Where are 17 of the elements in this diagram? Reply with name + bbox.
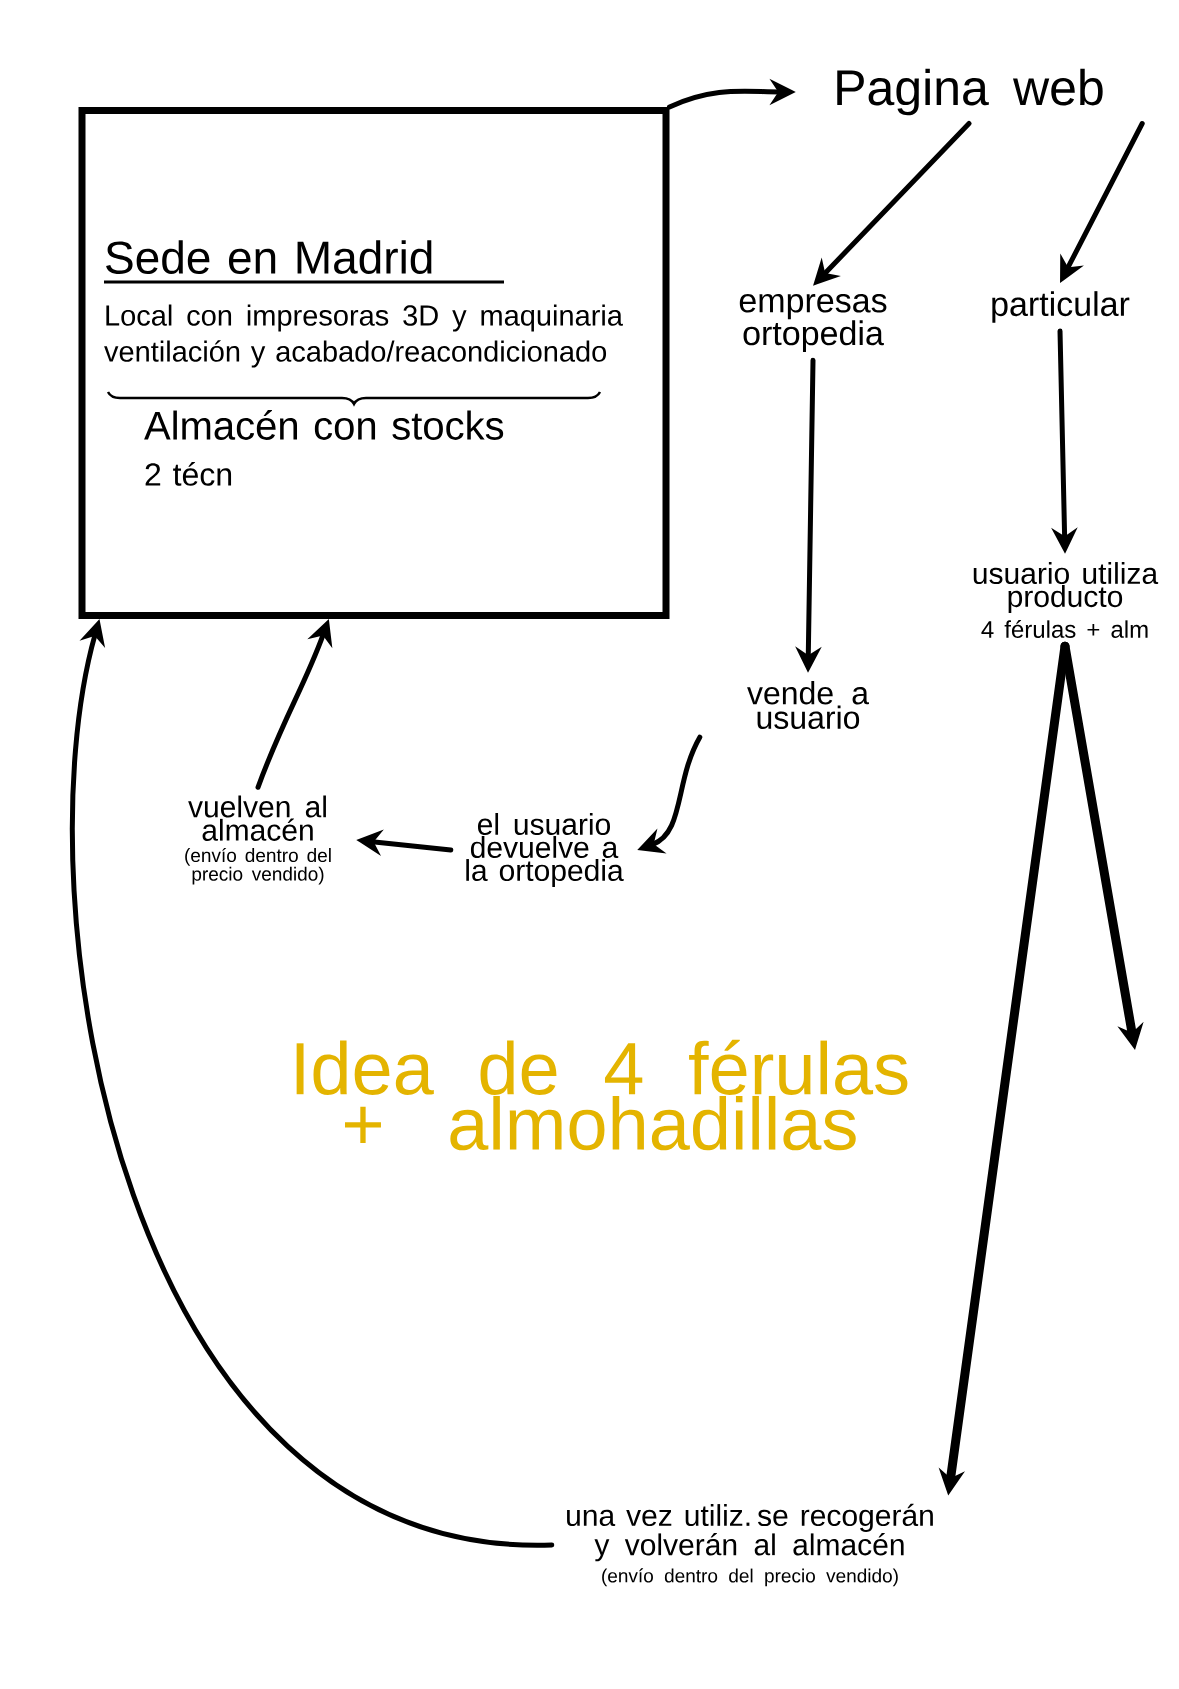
step-text: el usuario devuelve a la ortopedia: [466, 813, 624, 887]
body-text: Local con impresoras 3D y maquinaria ventilación y acabado/reacondicionado: [104, 304, 623, 368]
step-text: una vez utiliz. se recogerán y volverán al almacén: [567, 1503, 933, 1562]
note-text: (envío dentro del precio vendido): [185, 847, 331, 885]
site-box: [78, 107, 670, 619]
heading-text: Sede en Madrid: [106, 240, 432, 274]
note-text: (envío dentro del precio vendido): [602, 1568, 898, 1587]
step-text: empresas ortopedia: [739, 294, 887, 353]
step-text: particular: [992, 291, 1130, 323]
step-text: usuario utiliza producto: [973, 562, 1159, 614]
step-text: vende a usuario: [747, 681, 869, 729]
body-text: 2 técn: [145, 461, 232, 486]
step-text: vuelven al almacén: [188, 795, 326, 841]
idea-text: Idea de 4 férulas + almohadillas: [296, 1039, 908, 1151]
note-text: 4 férulas + alm: [981, 620, 1148, 638]
body-text: Almacén con stocks: [144, 410, 504, 440]
heading-text: Pagina web: [837, 68, 1103, 116]
